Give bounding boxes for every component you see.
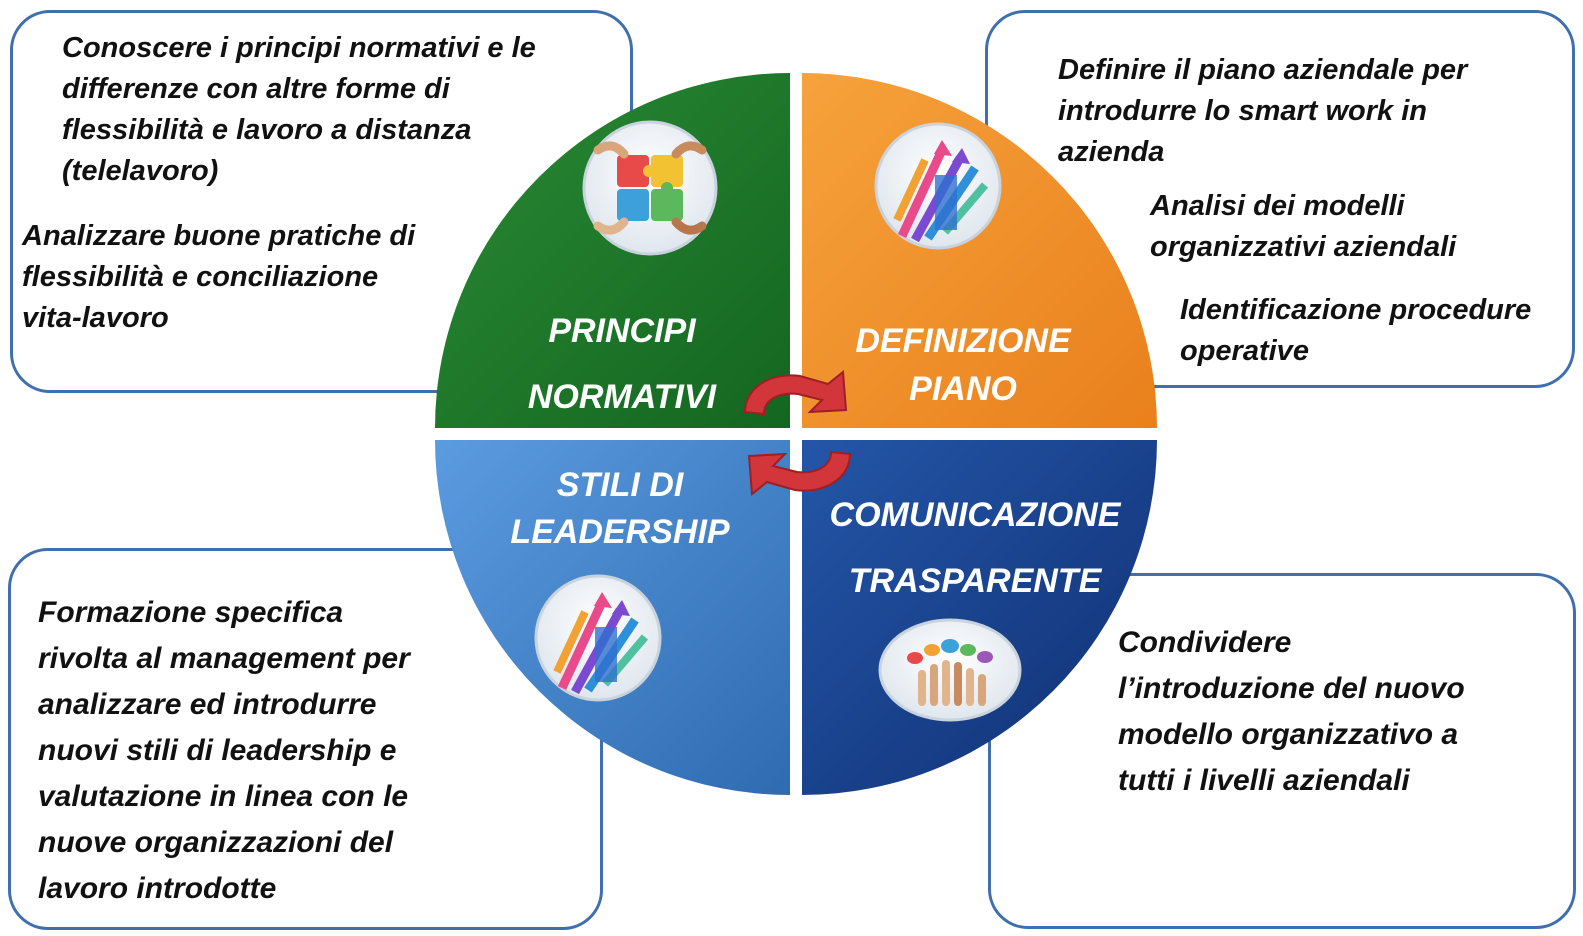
text-piano-identificazione: Identificazione procedure operative: [1180, 294, 1532, 367]
label-comunicazione: COMUNICAZIONE: [830, 496, 1122, 534]
label-definizione: DEFINIZIONE: [855, 322, 1072, 360]
label-stili-di: STILI DI: [557, 466, 685, 504]
text-piano-analisi: Analisi dei modelli organizzativi aziend…: [1150, 190, 1457, 263]
text-principi-conoscere: Conoscere i principi normativi e le diff…: [62, 32, 536, 187]
quadrant-comunicazione-trasparente: [802, 440, 1157, 795]
text-comunicazione-condividere: Condividere l’introduzione del nuovo mod…: [1118, 626, 1465, 797]
text-principi-analizzare: Analizzare buone pratiche di flessibilit…: [22, 220, 416, 334]
cycle-arrows-icon: [743, 370, 852, 496]
text-leadership-formazione: Formazione specifica rivolta al manageme…: [38, 596, 410, 905]
text-piano-definire: Definire il piano aziendale per introdur…: [1058, 54, 1468, 168]
puzzle-hands-icon: [582, 120, 718, 256]
arrows-growth-icon: [534, 574, 662, 702]
label-leadership: LEADERSHIP: [510, 513, 729, 551]
arrows-growth-icon: [874, 122, 1002, 250]
label-piano: PIANO: [909, 370, 1017, 408]
label-principi: PRINCIPI: [548, 312, 697, 350]
label-trasparente: TRASPARENTE: [849, 562, 1103, 600]
label-normativi: NORMATIVI: [528, 378, 718, 416]
speech-bubbles-fingers-icon: [878, 618, 1022, 722]
